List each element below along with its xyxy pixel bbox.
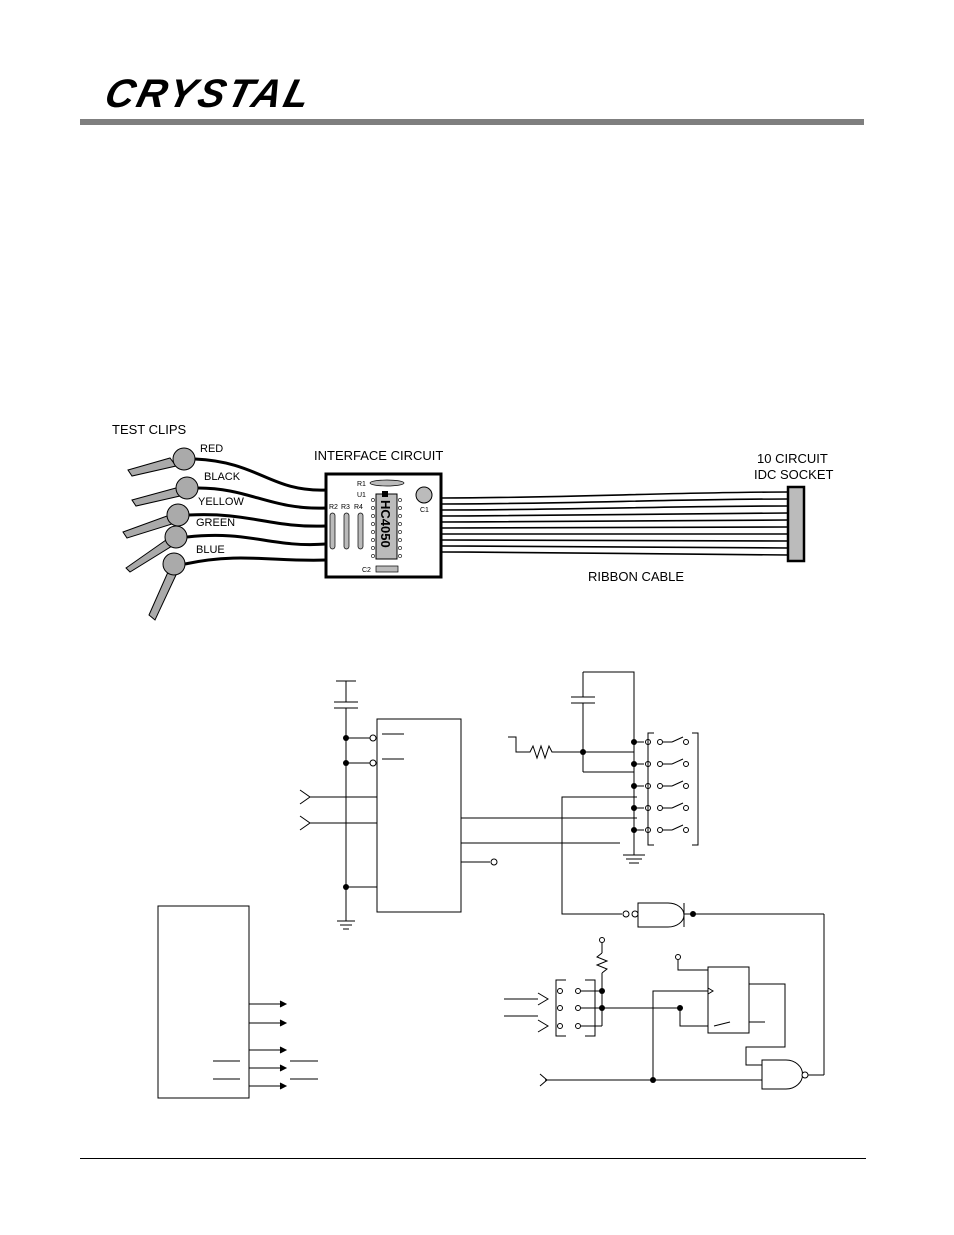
test-clip-red: RED	[127, 443, 223, 477]
idc-socket	[786, 485, 806, 563]
ribbon-cable-label: RIBBON CABLE	[588, 569, 684, 584]
clip-label-black: BLACK	[204, 471, 241, 483]
clip-label-blue: BLUE	[196, 544, 225, 556]
r1-label: R1	[357, 481, 366, 488]
footer-rule	[80, 1158, 866, 1159]
r3-resistor	[343, 512, 350, 550]
test-clip-yellow: YELLOW	[122, 496, 244, 539]
schematic-ic-u1	[376, 718, 462, 913]
r4-label: R4	[354, 504, 363, 511]
interface-figure: TEST CLIPS RED BLACK YELLOW GREEN BLUE	[112, 422, 834, 621]
schematic-module	[157, 905, 250, 1099]
c1-capacitor	[415, 486, 433, 504]
r2-label: R2	[329, 504, 338, 511]
switch-bank	[645, 732, 699, 846]
c2-label: C2	[362, 567, 371, 574]
test-clip-blue: BLUE	[148, 544, 225, 621]
schematic	[157, 671, 825, 1099]
u1-label: U1	[357, 492, 366, 499]
clip-label-green: GREEN	[196, 517, 235, 529]
test-clips-label: TEST CLIPS	[112, 422, 187, 437]
header-rule	[80, 119, 864, 125]
junction-dots	[343, 735, 696, 1083]
schematic-flip-flop	[707, 966, 750, 1034]
c1-label: C1	[420, 507, 429, 514]
socket-label-line1: 10 CIRCUIT	[757, 451, 828, 466]
c2-capacitor	[375, 565, 399, 573]
clip-label-yellow: YELLOW	[198, 496, 244, 508]
r4-resistor	[357, 512, 364, 550]
interface-circuit-label: INTERFACE CIRCUIT	[314, 448, 443, 463]
r3-label: R3	[341, 504, 350, 511]
r1-resistor	[369, 479, 405, 487]
clip-wires	[184, 457, 327, 566]
clip-label-red: RED	[200, 443, 223, 455]
ribbon-cable	[440, 491, 789, 556]
r2-resistor	[329, 512, 336, 550]
chip-label: HC4050	[378, 500, 393, 548]
socket-label-line2: IDC SOCKET	[754, 467, 834, 482]
